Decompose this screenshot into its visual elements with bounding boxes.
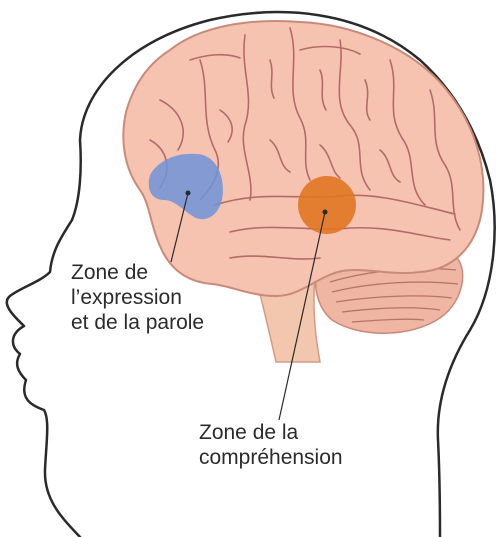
comprehension-zone xyxy=(298,176,356,234)
expression-label-line-3: et de la parole xyxy=(71,310,204,335)
comprehension-leader-dot xyxy=(323,210,328,215)
expression-leader-dot xyxy=(186,191,191,196)
comprehension-zone-label: Zone de la compréhension xyxy=(199,420,343,470)
comprehension-label-line-1: Zone de la xyxy=(199,420,343,445)
expression-label-line-2: l’expression xyxy=(71,285,204,310)
comprehension-label-line-2: compréhension xyxy=(199,445,343,470)
expression-label-line-1: Zone de xyxy=(71,260,204,285)
expression-zone-label: Zone de l’expression et de la parole xyxy=(71,260,204,335)
